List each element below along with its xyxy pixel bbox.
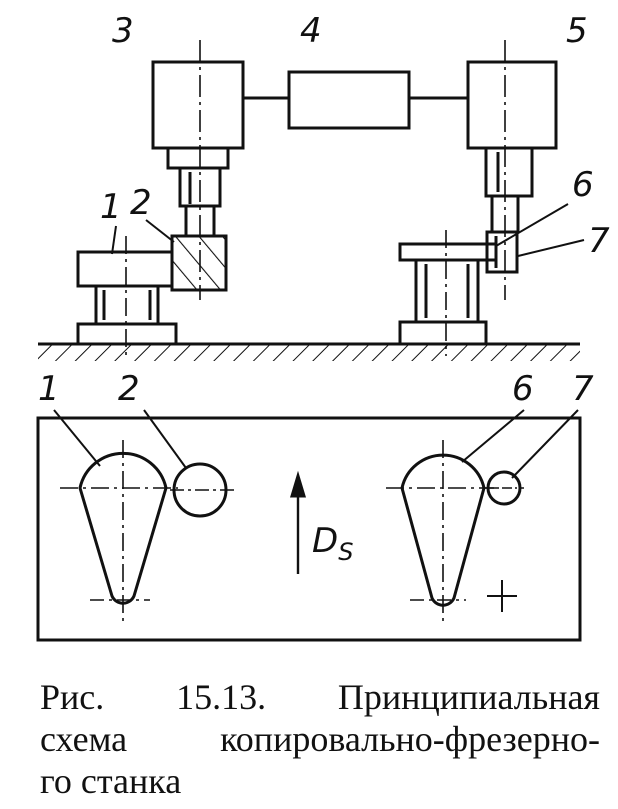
copy-milling-machine-diagram: 1 2 3 4 5 6 7 1 2 6 7 DS <box>36 11 610 642</box>
plan-view-table <box>36 416 582 642</box>
label-5: 5 <box>566 11 588 51</box>
spindle-head-3 <box>151 40 245 300</box>
label-7-top: 7 <box>588 221 610 261</box>
label-2-top: 2 <box>130 183 152 223</box>
feed-label: DS <box>312 521 353 566</box>
caption-line2-a: схема <box>40 719 128 759</box>
caption-line1-rest: Принципиальная <box>337 677 600 717</box>
workpiece-fixture-1 <box>76 236 178 356</box>
label-1-top: 1 <box>100 187 122 227</box>
template-fixture-6 <box>398 230 498 356</box>
milling-cutter-2 <box>170 234 228 292</box>
control-unit-4 <box>243 70 468 130</box>
tracer-finger-7 <box>485 230 519 274</box>
label-1-bottom: 1 <box>38 369 60 409</box>
caption-fig-word: Рис. <box>40 677 105 717</box>
feed-direction-arrow <box>289 470 307 574</box>
plan-cutter-2 <box>170 462 234 518</box>
plan-template-6 <box>386 440 502 622</box>
label-6-top: 6 <box>572 165 594 205</box>
plan-workpiece-1 <box>60 440 178 622</box>
reference-cross <box>487 580 517 612</box>
label-6-bottom: 6 <box>512 369 534 409</box>
caption-line3: го станка <box>40 761 182 801</box>
figure-caption: Рис. 15.13. Принципиальная схема копиров… <box>40 676 600 802</box>
label-3: 3 <box>112 11 134 51</box>
caption-line2-b: копировально-фрезерно- <box>220 719 600 759</box>
machine-base <box>38 342 580 361</box>
leader-lines <box>53 203 585 479</box>
label-7-bottom: 7 <box>572 369 594 409</box>
label-2-bottom: 2 <box>118 369 140 409</box>
label-4: 4 <box>300 11 322 51</box>
plan-tracer-7 <box>484 470 524 506</box>
caption-fig-number: 15.13. <box>176 677 267 717</box>
